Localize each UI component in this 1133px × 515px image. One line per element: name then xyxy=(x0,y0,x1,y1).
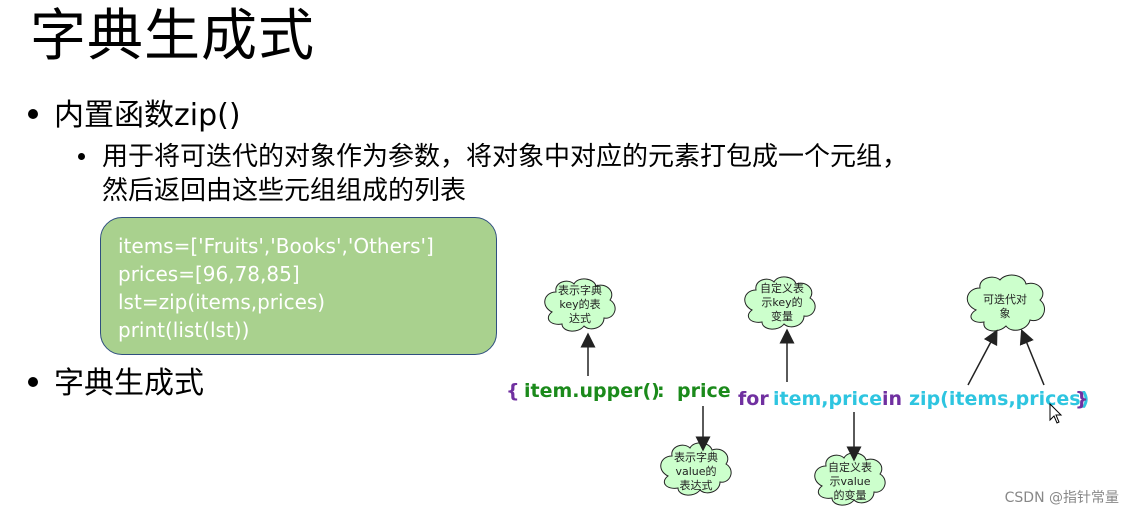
cloud-text: 示key的 xyxy=(761,295,802,309)
cloud-text: 表达式 xyxy=(680,478,713,492)
bullet-dot xyxy=(28,376,38,387)
cloud-text: 示value xyxy=(829,475,870,488)
arrow xyxy=(1019,329,1045,386)
cloud-text: 可迭代对 xyxy=(983,292,1027,306)
watermark: CSDN @指针常量 xyxy=(1004,490,1119,506)
cloud-text: 表示字典 xyxy=(674,450,718,464)
bullet-zip-text: 内置函数zip() xyxy=(54,98,241,133)
code-line: lst=zip(items,prices) xyxy=(118,290,326,314)
sub-bullet: 用于将可迭代的对象作为参数，将对象中对应的元素打包成一个元组， 然后返回由这些元… xyxy=(78,140,1058,208)
bullet-dot xyxy=(28,108,38,119)
bullet-dict-comprehension: 字典生成式 xyxy=(28,364,204,404)
expr-key: item.upper() xyxy=(524,380,660,402)
cloud-text: 自定义表 xyxy=(828,460,872,474)
expr-iterable: zip(items,prices) xyxy=(909,388,1090,410)
cloud-value-expr: 表示字典 value的 表达式 xyxy=(660,442,732,496)
cloud-text: key的表 xyxy=(559,297,600,311)
sub-bullet-dot xyxy=(78,153,85,160)
cloud-text: 的变量 xyxy=(834,488,867,502)
cloud-text: 变量 xyxy=(771,309,793,323)
arrow xyxy=(967,329,998,386)
cloud-text: 达式 xyxy=(569,312,591,325)
code-line: prices=[96,78,85] xyxy=(118,262,300,286)
bullet-zip: 内置函数zip() xyxy=(28,96,241,136)
expr-close-brace: } xyxy=(1075,388,1089,410)
cloud-text: 表示字典 xyxy=(558,283,602,297)
code-block: items=['Fruits','Books','Others'] prices… xyxy=(100,217,497,355)
expr-in: in xyxy=(882,388,903,410)
sub-bullet-line1: 用于将可迭代的对象作为参数，将对象中对应的元素打包成一个元组， xyxy=(102,142,909,172)
sub-bullet-line2: 然后返回由这些元组组成的列表 xyxy=(102,176,467,206)
expr-value: price xyxy=(677,380,731,402)
bullet-dict-text: 字典生成式 xyxy=(54,366,204,401)
cloud-value-var: 自定义表 示value 的变量 xyxy=(814,452,886,506)
expr-colon: : xyxy=(657,380,665,402)
cloud-text: 自定义表 xyxy=(760,281,804,295)
expr-open-brace: { xyxy=(506,380,520,402)
expr-vars: item,price xyxy=(773,388,883,410)
expr-for: for xyxy=(738,388,769,410)
slide-title: 字典生成式 xyxy=(30,4,315,69)
cloud-key-var: 自定义表 示key的 变量 xyxy=(744,276,816,330)
cloud-iterable: 可迭代对 象 xyxy=(966,274,1045,332)
cloud-text: 象 xyxy=(1000,307,1011,320)
cloud-key-expr: 表示字典 key的表 达式 xyxy=(544,278,616,332)
cloud-text: value的 xyxy=(675,464,716,478)
code-line: items=['Fruits','Books','Others'] xyxy=(118,234,434,258)
code-line: print(list(lst)) xyxy=(118,318,250,342)
